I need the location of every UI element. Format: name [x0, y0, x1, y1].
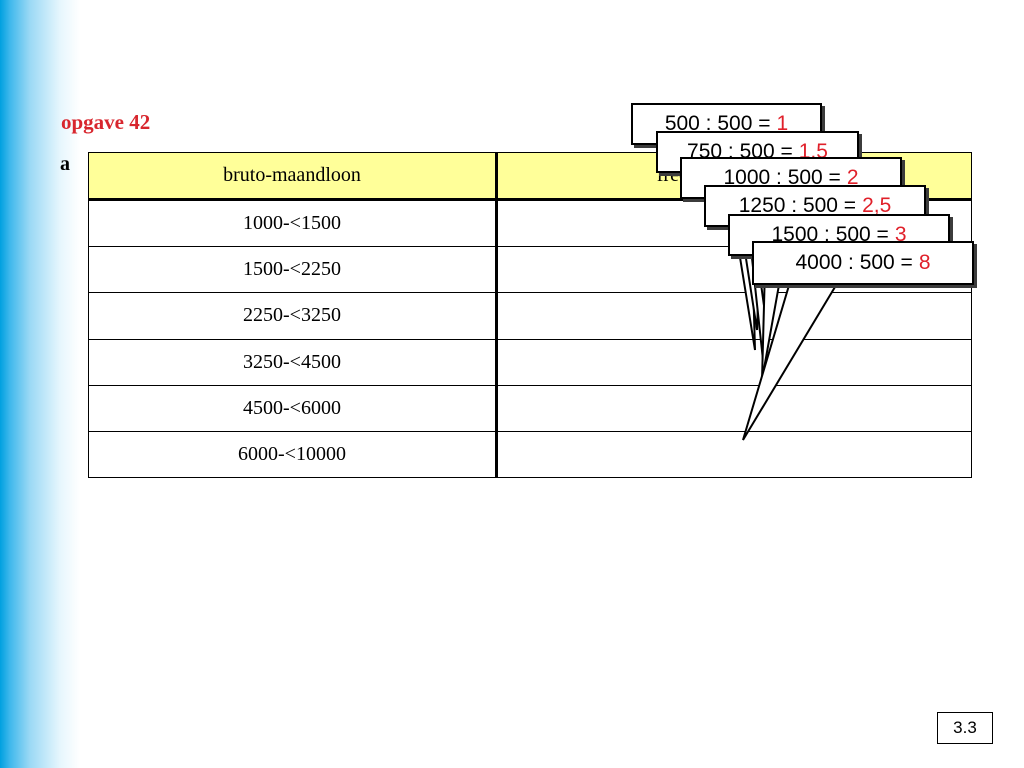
table-cell-class: 1000-<1500	[88, 199, 498, 248]
table-cell-density	[496, 292, 972, 340]
callout-result: 3	[894, 223, 907, 246]
header-bruto-maandloon: bruto-maandloon	[88, 151, 498, 202]
exercise-title: opgave 42	[61, 110, 151, 134]
callout-result: 8	[918, 251, 931, 274]
decorative-sidebar	[0, 0, 80, 768]
callout-expression: 1500 : 500 =	[771, 223, 889, 246]
callout-6: 4000 : 500 =8	[752, 241, 974, 285]
callout-expression: 1250 : 500 =	[738, 194, 857, 217]
table-row: 3250-<4500	[88, 338, 972, 386]
callout-expression: 1000 : 500 =	[723, 166, 841, 189]
table-row: 6000-<10000	[88, 430, 972, 479]
callout-result: 1	[776, 112, 789, 135]
page-number: 3.3	[937, 712, 993, 744]
table-cell-class: 6000-<10000	[88, 430, 498, 479]
table-row: 2250-<3250	[88, 292, 972, 340]
callout-result: 2,5	[862, 194, 892, 217]
part-label: a	[60, 153, 70, 175]
callout-expression: 4000 : 500 =	[795, 251, 913, 274]
table-cell-density	[496, 338, 972, 386]
callout-expression: 500 : 500 =	[664, 112, 771, 135]
table-cell-class: 1500-<2250	[88, 246, 498, 294]
table-cell-density	[496, 430, 972, 479]
callout-result: 2	[846, 166, 859, 189]
table-cell-class: 4500-<6000	[88, 384, 498, 432]
